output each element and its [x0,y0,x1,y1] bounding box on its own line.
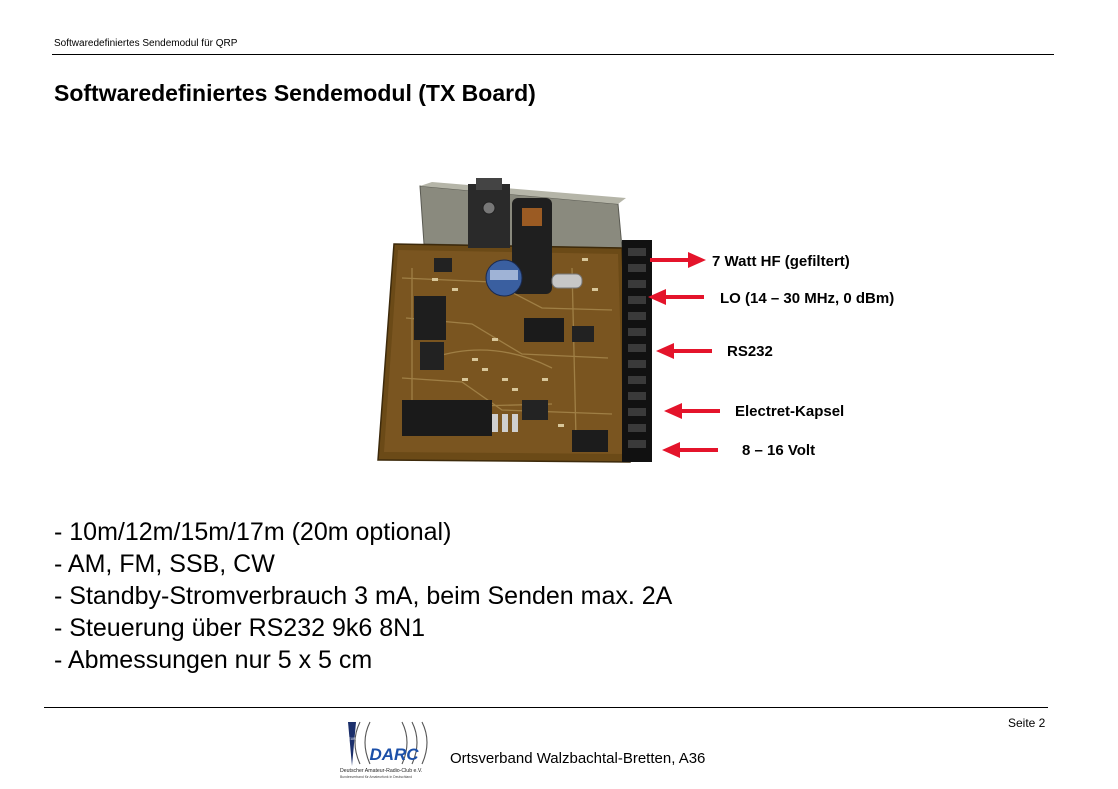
logo-subtitle-2: Bundesverband für Amateurfunk in Deutsch… [340,775,412,779]
arrow-left-icon [662,442,718,458]
label-power: 8 – 16 Volt [742,442,816,459]
label-rf-output: 7 Watt HF (gefiltert) [712,253,850,270]
logo-subtitle: Deutscher Amateur-Radio-Club e.V. [340,768,422,774]
list-item: - AM, FM, SSB, CW [54,550,275,578]
feature-list: - 10m/12m/15m/17m (20m optional) - AM, F… [54,516,672,676]
list-item: - 10m/12m/15m/17m (20m optional) [54,518,452,546]
logo-text: DARC [369,745,419,764]
list-item: - Abmessungen nur 5 x 5 cm [54,646,373,674]
running-header: Softwaredefiniertes Sendemodul für QRP [54,38,238,49]
list-item: - Standby-Stromverbrauch 3 mA, beim Send… [54,582,673,610]
label-electret: Electret-Kapsel [735,403,845,420]
darc-logo: AMATEURFUNK DARC Deutscher Amateur-Radio… [340,721,428,779]
label-rs232: RS232 [727,343,773,360]
logo-vertical-text: AMATEURFUNK [340,737,365,741]
arrow-left-icon [656,343,712,359]
page-number: Seite 2 [1008,716,1046,730]
list-item: - Steuerung über RS232 9k6 8N1 [54,614,426,642]
label-lo-input: LO (14 – 30 MHz, 0 dBm) [720,290,895,307]
footer-divider [44,707,1048,708]
slide-title: Softwaredefiniertes Sendemodul (TX Board… [54,80,536,106]
club-name: Ortsverband Walzbachtal-Bretten, A36 [450,750,706,767]
arrow-left-icon [648,289,704,305]
arrow-right-icon [650,252,706,268]
tx-board-photo [372,178,657,468]
header-divider [52,54,1054,55]
arrow-left-icon [664,403,720,419]
